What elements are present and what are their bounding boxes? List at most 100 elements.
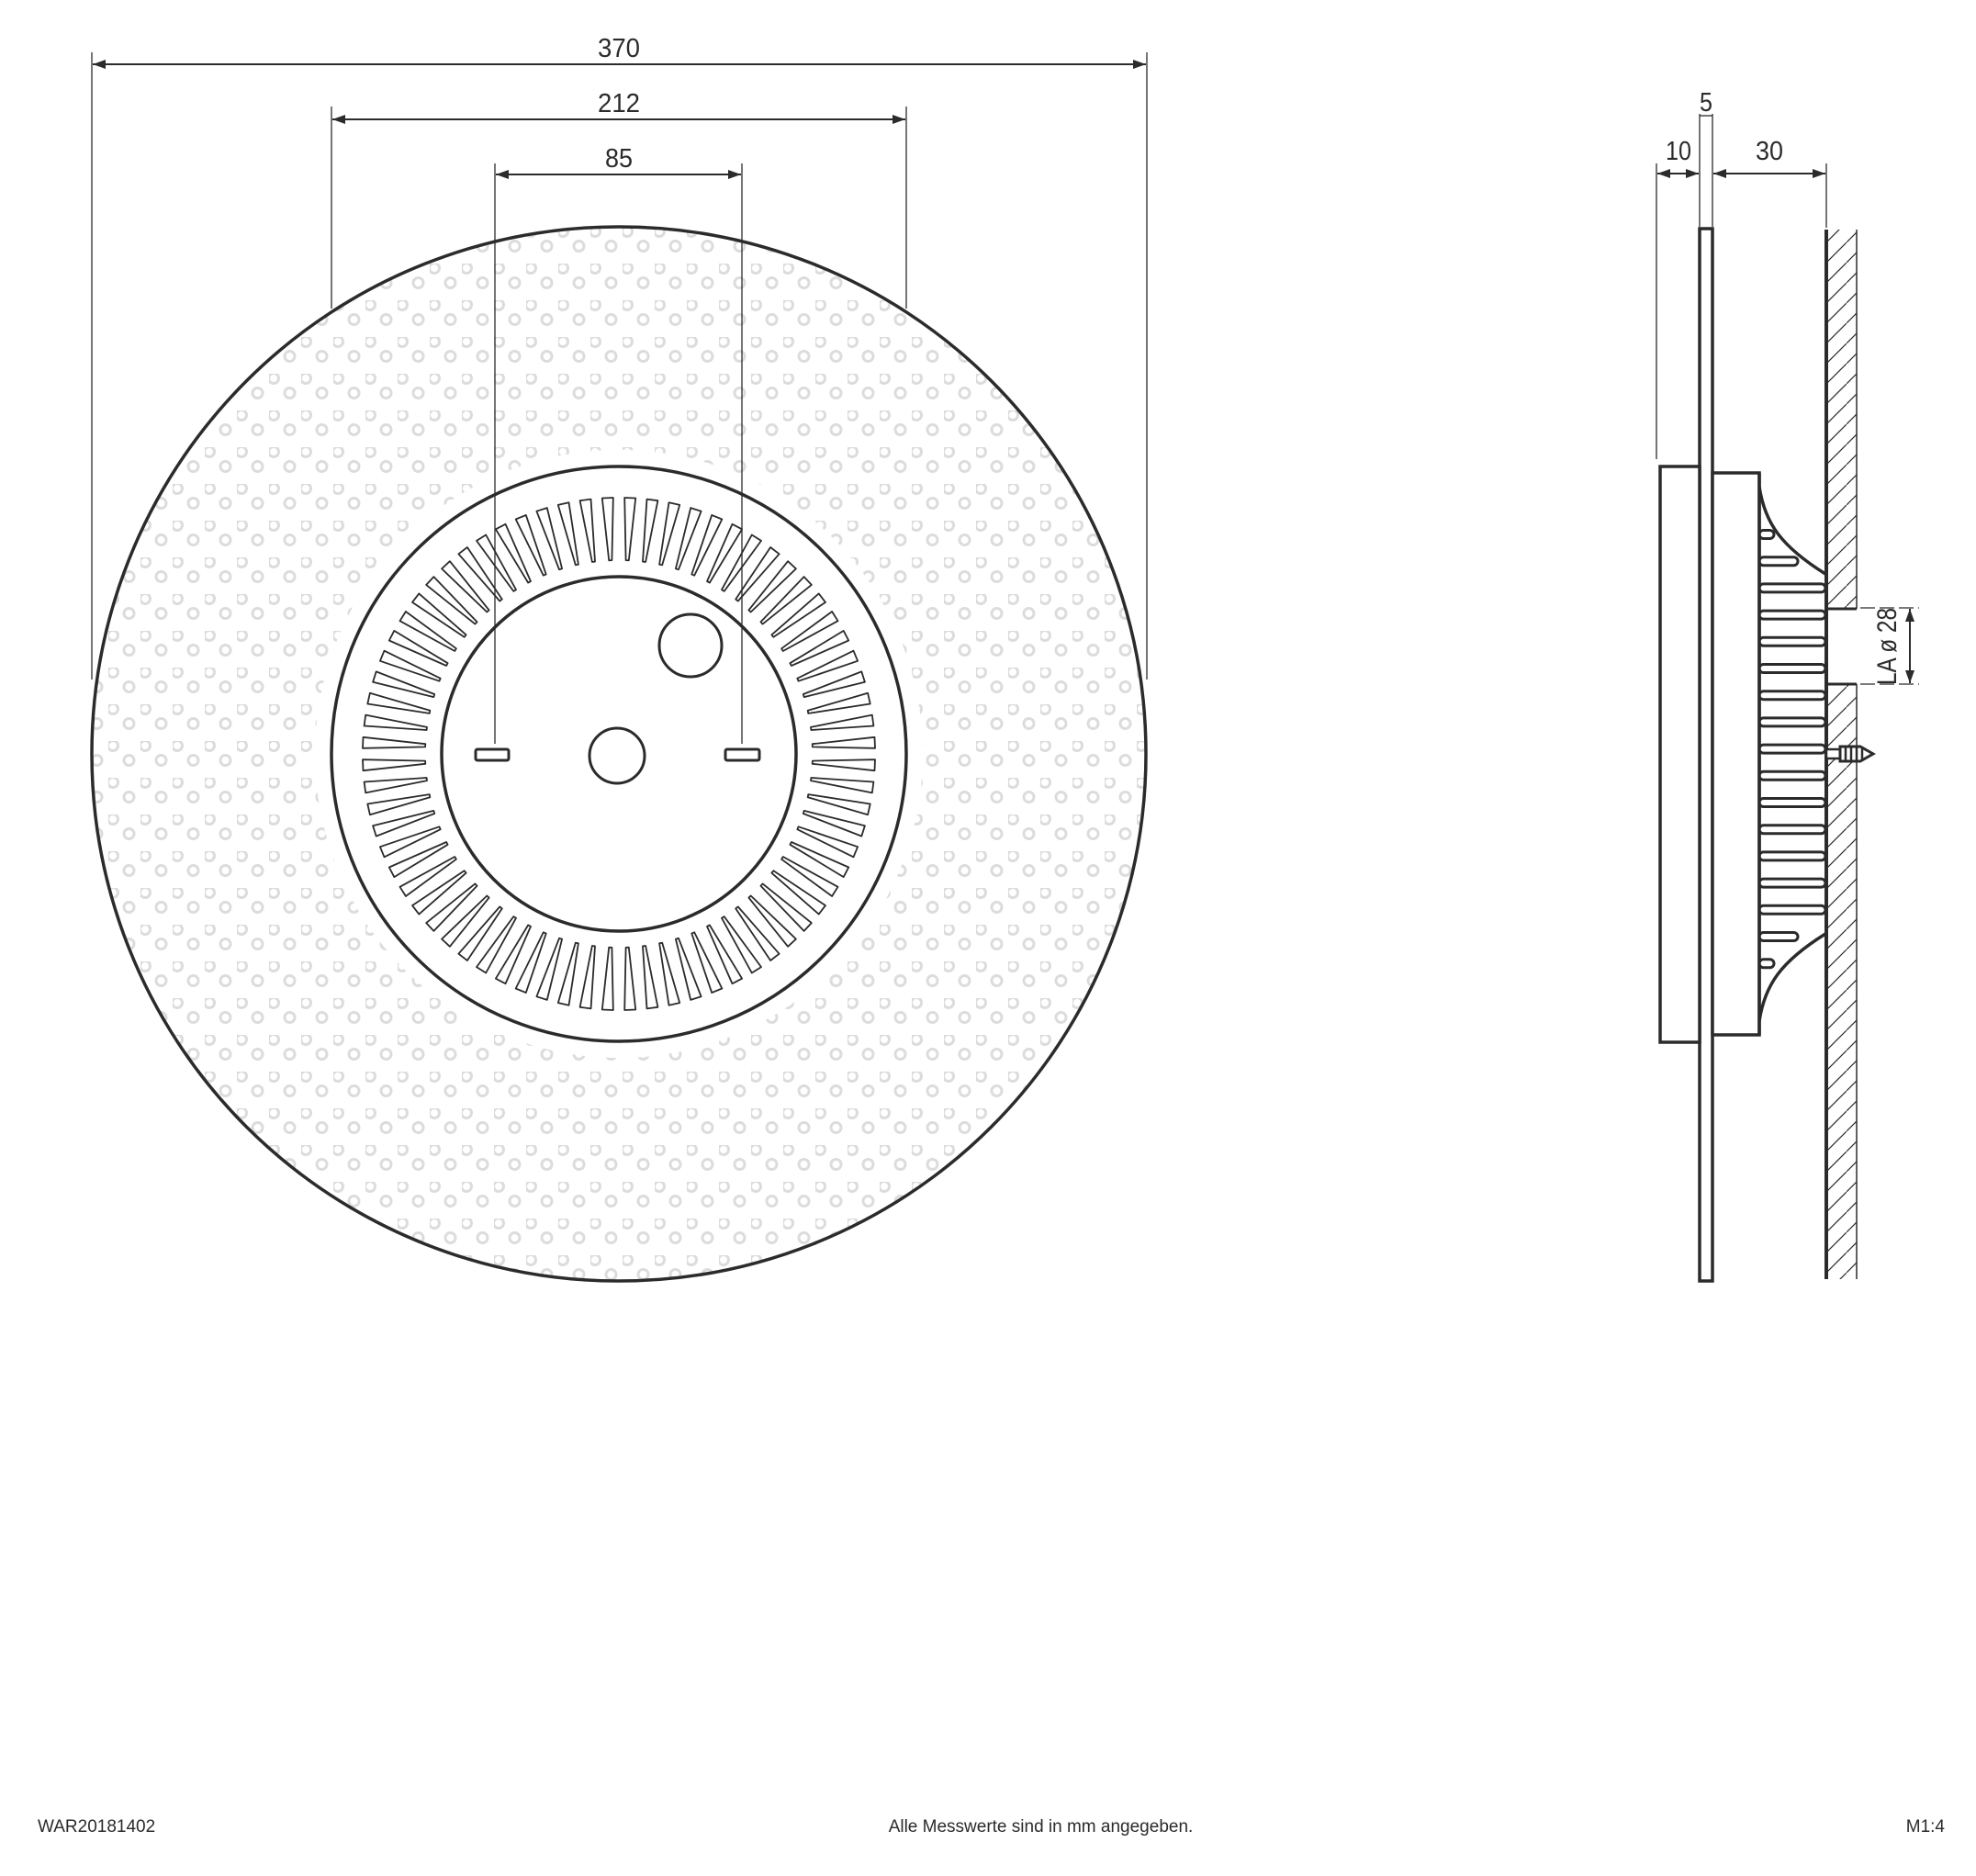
heatsink-fin	[623, 497, 637, 562]
heatsink-fin	[372, 670, 436, 698]
heatsink-side-fin	[1757, 690, 1827, 702]
heatsink-fin	[675, 937, 702, 1001]
dimension-370: 370	[91, 34, 1148, 680]
heatsink-fin	[556, 501, 579, 567]
heatsink-fin	[601, 497, 614, 562]
side-view: 10 5 30 LA ø 28	[1656, 88, 1919, 1283]
heatsink-fin	[806, 691, 871, 714]
rear-housing	[1711, 471, 1761, 1037]
heatsink-fin	[535, 507, 563, 571]
heatsink-fin	[675, 507, 702, 571]
heatsink-profile-curve-bottom	[1757, 932, 1826, 1022]
heatsink-fin	[759, 576, 813, 625]
dimension-label-370: 370	[598, 34, 640, 63]
heatsink-side-fin	[1757, 769, 1827, 781]
dimension-label-85: 85	[605, 144, 633, 174]
heatsink-fin	[735, 546, 780, 602]
heatsink-side-fin	[1757, 877, 1827, 889]
outer-disc-outline	[90, 225, 1148, 1283]
wall-hatch-lower	[1826, 684, 1857, 1279]
heatsink-side-fin	[1757, 743, 1827, 755]
heatsink-fin	[372, 810, 436, 837]
cable-hole	[657, 612, 724, 679]
heatsink-fin	[706, 924, 743, 985]
heatsink-side-fin	[1757, 609, 1827, 621]
heatsink-fin	[514, 931, 547, 994]
mounting-slot-right	[724, 747, 761, 762]
heatsink-fin	[658, 941, 681, 1006]
heatsink-fin	[802, 810, 866, 837]
heatsink-side-fin	[1757, 904, 1827, 916]
heatsink-fin	[514, 514, 547, 577]
heatsink-fin	[457, 905, 503, 961]
wall-hatch-upper	[1826, 230, 1857, 609]
dimension-label-30: 30	[1756, 137, 1783, 166]
heatsink-fin	[363, 713, 428, 731]
units-note: Alle Messwerte sind in mm angegeben.	[888, 1817, 1194, 1837]
heatsink-fin	[623, 946, 637, 1011]
heatsink-fin	[806, 793, 871, 816]
heatsink-side-fins	[1757, 529, 1827, 970]
dimension-label-5: 5	[1700, 88, 1712, 118]
heatsink-fin	[780, 611, 839, 652]
heatsink-fins	[362, 497, 876, 1011]
heatsink-side-fin	[1757, 716, 1827, 728]
heatsink-fin	[690, 514, 724, 577]
heatsink-fin	[387, 841, 449, 878]
heatsink-fin	[770, 870, 826, 916]
heatsink-inner-ring	[440, 575, 798, 933]
heatsink-side-fin	[1757, 663, 1827, 674]
heatsink-fin	[378, 826, 442, 859]
heatsink-fin	[425, 576, 478, 625]
heatsink-fin	[457, 546, 503, 602]
heatsink-fin	[535, 937, 563, 1001]
heatsink-fin	[642, 498, 659, 563]
heatsink-fin	[411, 870, 467, 916]
heatsink-fin	[789, 841, 850, 878]
heatsink-fin	[578, 945, 596, 1010]
front-view: 370 212 85	[90, 34, 1148, 1283]
heatsink-fin	[556, 941, 579, 1006]
heatsink-fin	[802, 670, 866, 698]
heatsink-fin	[476, 916, 517, 974]
article-number: WAR20181402	[38, 1817, 156, 1837]
heatsink-fin	[770, 592, 826, 638]
dimension-label-la-28: LA ø 28	[1872, 608, 1903, 685]
heatsink-fin	[759, 882, 813, 932]
heatsink-side-fin	[1757, 824, 1827, 836]
heatsink-fin	[362, 758, 427, 772]
heatsink-fin	[810, 713, 875, 731]
heatsink-fin	[747, 894, 797, 948]
heatsink-fin	[495, 522, 532, 584]
heatsink-fin	[811, 736, 876, 749]
heatsink-side-fin	[1757, 556, 1800, 567]
heatsink-fin	[690, 931, 724, 994]
heatsink-fin	[362, 736, 427, 749]
heatsink-side-fin	[1757, 582, 1827, 594]
heatsink-fin	[796, 649, 859, 682]
diffuser-body	[1658, 465, 1701, 1044]
wall-opening-gap	[1828, 611, 1856, 682]
heatsink-side-fin	[1757, 529, 1776, 540]
mounting-slot-left	[474, 747, 511, 762]
heatsink-fin	[780, 856, 839, 897]
heatsink-side-fin	[1757, 850, 1827, 862]
heatsink-fin	[658, 501, 681, 567]
heatsink-fin	[706, 522, 743, 584]
scale-label: M1:4	[1905, 1817, 1945, 1837]
heatsink-fin	[411, 592, 467, 638]
heatsink-fin	[399, 856, 457, 897]
heatsink-fin	[789, 630, 850, 667]
heatsink-side-fin	[1757, 635, 1827, 647]
heatsink-fin	[810, 777, 875, 794]
center-hole	[588, 726, 646, 785]
heatsink-side-fin	[1757, 797, 1827, 808]
heatsink-fin	[363, 777, 428, 794]
heatsink-fin	[441, 560, 490, 613]
heatsink-fin	[495, 924, 532, 985]
heatsink-fin	[366, 691, 432, 714]
heatsink-fin	[387, 630, 449, 667]
heatsink-fin	[735, 905, 780, 961]
dimension-label-212: 212	[598, 89, 640, 118]
